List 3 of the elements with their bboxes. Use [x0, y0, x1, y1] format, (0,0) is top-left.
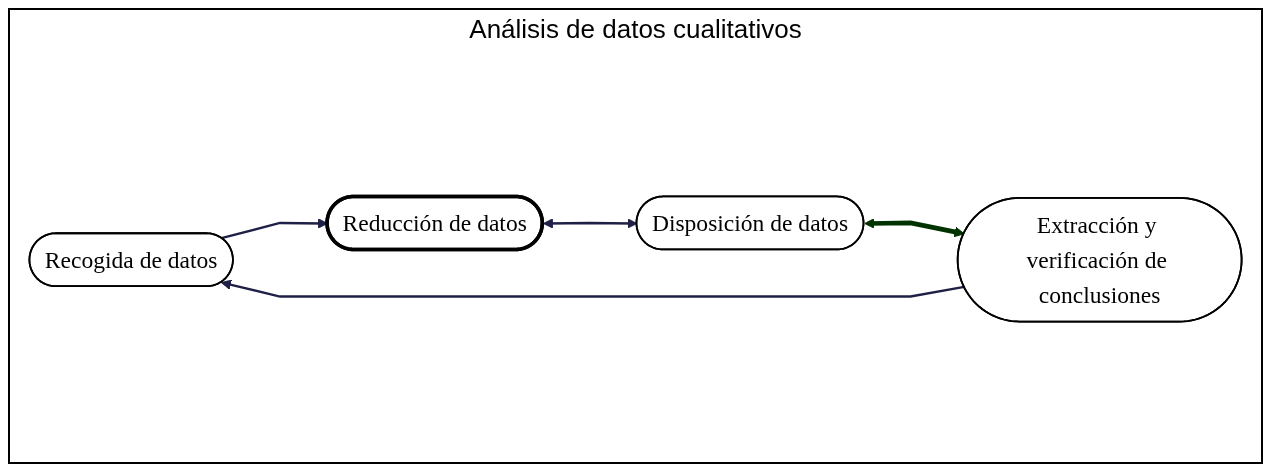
- arrow: [221, 279, 965, 298]
- arrow: [864, 218, 965, 238]
- diagram-title: Análisis de datos cualitativos: [469, 14, 802, 45]
